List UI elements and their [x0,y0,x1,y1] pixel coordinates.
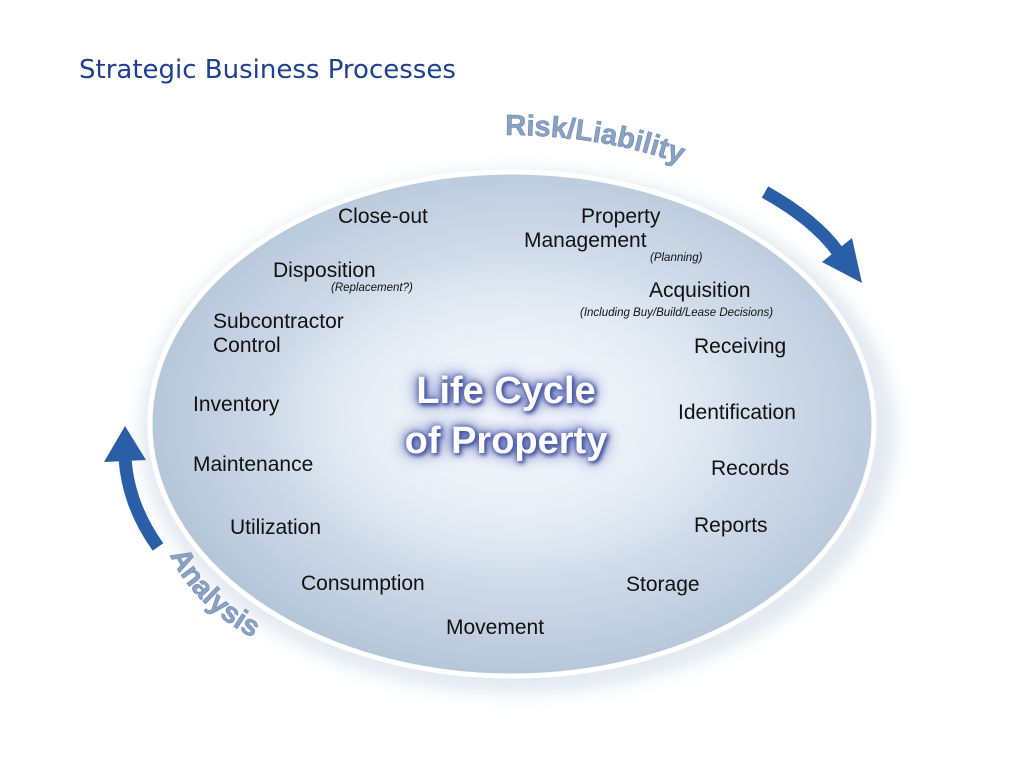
stage-identification: Identification [678,401,796,424]
stage-acquisition: Acquisition [649,279,751,302]
analysis-arrow-shaft [118,457,164,551]
stage-property-management-line-2: Management [524,229,647,252]
risk-liability-label: Risk/Liability [505,110,689,171]
stage-property-management-line-1: Property [581,205,661,228]
risk-liability-arrow-shaft [761,186,844,256]
stage-close-out: Close-out [338,205,428,228]
stage-inventory: Inventory [193,393,280,416]
stage-utilization: Utilization [230,516,322,539]
stage-movement: Movement [446,616,545,639]
stage-disposition: Disposition [273,259,376,282]
stage-receiving: Receiving [694,335,787,358]
oval-inner-highlight [255,258,755,578]
center-title-line-1: Life Cycle [416,370,596,412]
stage-subcontractor-control-line-1: Subcontractor [213,310,344,333]
stage-property-management-note: (Planning) [650,252,703,264]
stage-records: Records [711,457,790,480]
center-title-line-2: of Property [404,420,608,462]
stage-reports: Reports [694,514,768,537]
stage-maintenance: Maintenance [193,453,314,476]
slide-title: Strategic Business Processes [79,55,456,85]
stage-consumption: Consumption [301,572,425,595]
stage-disposition-note: (Replacement?) [331,282,413,294]
stage-subcontractor-control-line-2: Control [213,334,281,357]
center-title: Life Cycle of Property [380,366,632,466]
stage-storage: Storage [626,573,700,596]
analysis-arrowhead-icon [104,426,146,462]
risk-liability-arrowhead-icon [822,238,862,283]
stage-acquisition-note: (Including Buy/Build/Lease Decisions) [580,307,774,319]
